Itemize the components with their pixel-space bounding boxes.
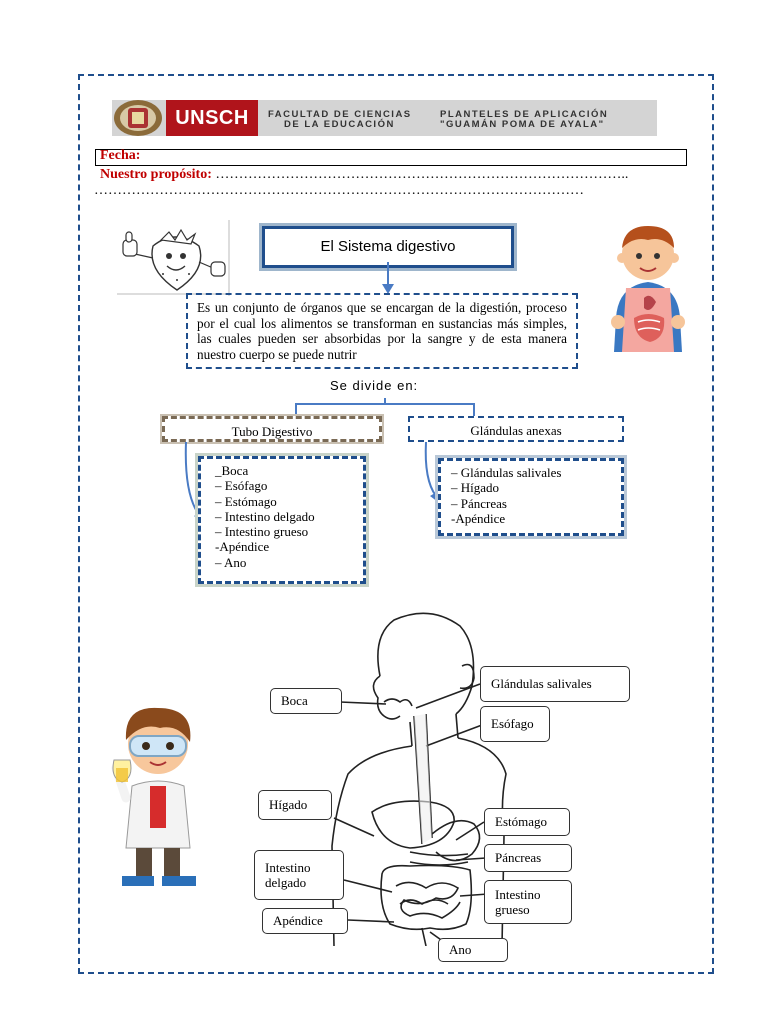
category-tubo-digestivo: Tubo Digestivo (162, 416, 382, 442)
list-item: – Intestino delgado (215, 508, 315, 524)
list-item: – Ano (215, 554, 247, 570)
glandulas-anexas-list: – Glándulas salivales – Hígado – Páncrea… (438, 458, 624, 536)
category-glandulas-anexas: Glándulas anexas (408, 416, 624, 442)
digestive-system-diagram (331, 612, 507, 946)
strawberry-thumbs-up-illustration (117, 220, 230, 296)
label-pancreas: Páncreas (484, 844, 572, 872)
list-item: – Glándulas salivales (451, 465, 562, 480)
fecha-field[interactable] (95, 149, 687, 166)
label-higado: Hígado (258, 790, 332, 820)
list-item: -Apéndice (215, 539, 270, 555)
school-line-2: "GUAMÁN POMA DE AYALA" (440, 119, 605, 130)
fecha-label: Fecha: (100, 148, 141, 163)
proposito-line: Nuestro propósito: ………………………………………………………… (100, 167, 629, 182)
scientist-kid-illustration (111, 707, 196, 886)
university-seal-icon (114, 100, 162, 136)
divide-label: Se divide en: (330, 378, 419, 393)
list-item: – Páncreas (451, 495, 507, 511)
label-intestino-grueso: Intestino grueso (484, 880, 572, 924)
institution-logo: UNSCH (166, 100, 258, 136)
boy-digestive-illustration (611, 226, 685, 352)
label-ano: Ano (438, 938, 508, 962)
tubo-digestivo-list: _Boca – Esófago – Estómago – Intestino d… (198, 456, 366, 584)
proposito-dots-line-2: …………………………………………………………………………………………… (94, 183, 584, 198)
divide-bracket-connector (295, 398, 475, 416)
proposito-label: Nuestro propósito (100, 167, 208, 182)
list-item: – Estómago (215, 493, 277, 509)
label-boca: Boca (270, 688, 342, 714)
proposito-dots: …………………………………………………………………………….. (215, 167, 629, 182)
faculty-line-1: FACULTAD DE CIENCIAS (268, 109, 412, 120)
label-apendice: Apéndice (262, 908, 348, 934)
list-item: – Hígado (451, 480, 500, 496)
page-frame (78, 74, 714, 974)
faculty-line-2: DE LA EDUCACIÓN (284, 119, 395, 130)
school-line-1: PLANTELES DE APLICACIÓN (440, 109, 609, 120)
label-estomago: Estómago (484, 808, 570, 836)
list-item: – Intestino grueso (215, 524, 309, 540)
faculty-name: FACULTAD DE CIENCIAS DE LA EDUCACIÓN (268, 110, 412, 130)
curved-arrow-icon (424, 441, 440, 502)
label-glandulas-salivales: Glándulas salivales (480, 666, 630, 702)
label-intestino-delgado: Intestino delgado (254, 850, 344, 900)
description-box: Es un conjunto de órganos que se encarga… (186, 293, 578, 369)
label-esofago: Esófago (480, 706, 550, 742)
list-item: – Esófago (215, 478, 268, 494)
school-name: PLANTELES DE APLICACIÓN "GUAMÁN POMA DE … (440, 110, 608, 130)
list-item: -Apéndice (451, 510, 506, 526)
list-item: _Boca (215, 463, 249, 478)
arrow-down-icon (382, 262, 394, 294)
